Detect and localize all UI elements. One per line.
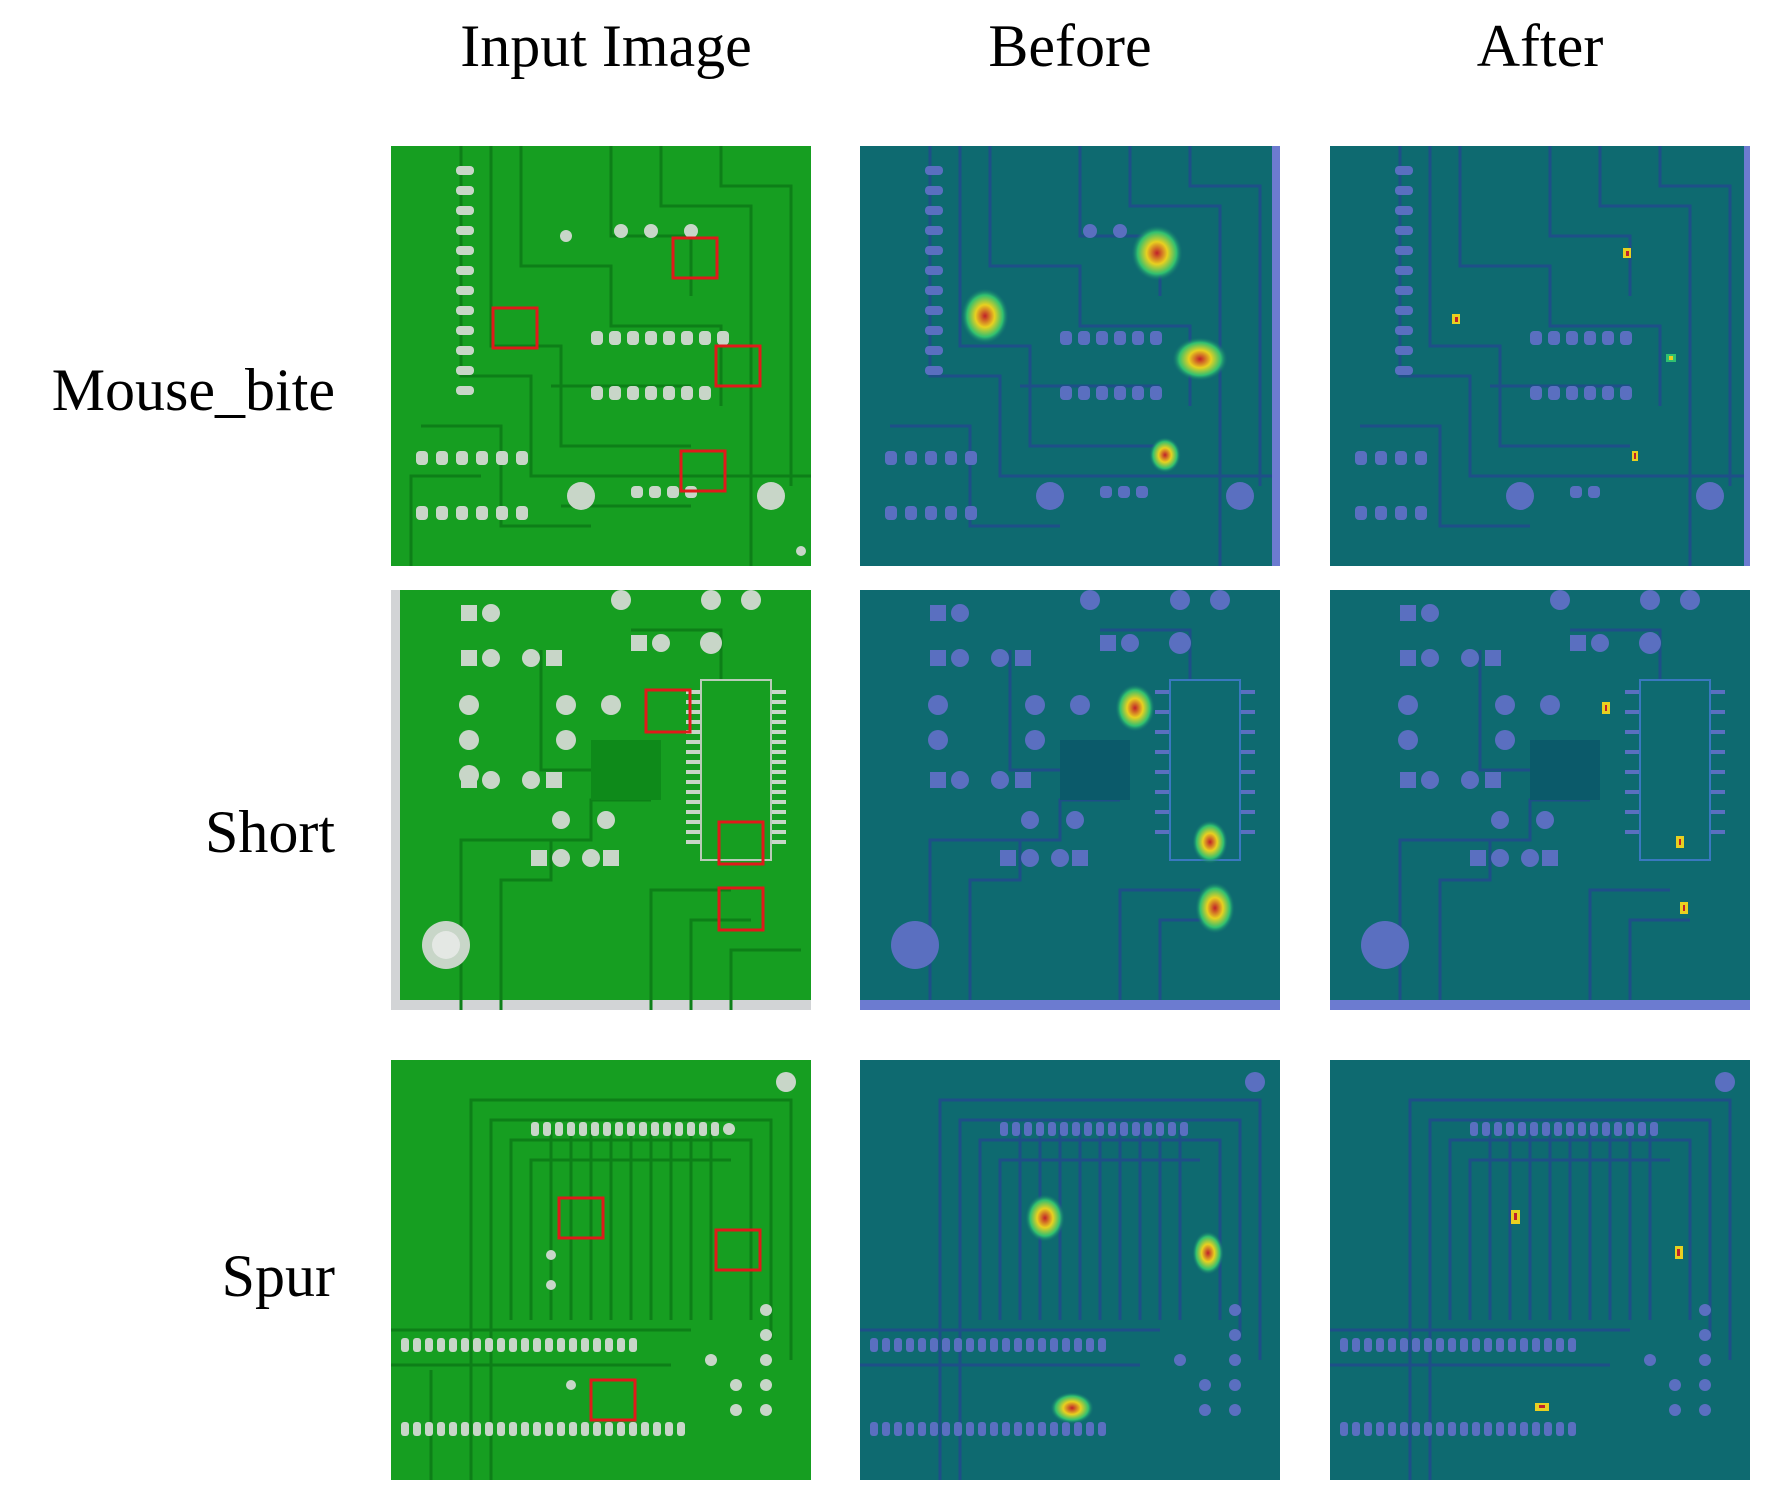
- column-header-after: After: [1476, 13, 1604, 79]
- input-image-short: [391, 590, 811, 1010]
- row-label-spur: Spur: [221, 1243, 335, 1309]
- input-image-mouse-bite: [391, 146, 811, 566]
- heatmap-before-mouse-bite: [860, 146, 1280, 566]
- heatmap-after-mouse-bite: [1330, 146, 1750, 566]
- column-header-before: Before: [988, 13, 1152, 79]
- column-header-input-image: Input Image: [460, 13, 752, 79]
- heatmap-after-spur: [1330, 1060, 1750, 1480]
- heatmap-before-short: [860, 590, 1280, 1010]
- row-label-short: Short: [204, 799, 335, 865]
- row-label-mouse-bite: Mouse_bite: [51, 357, 335, 423]
- input-image-spur: [391, 1060, 811, 1480]
- heatmap-before-spur: [860, 1060, 1280, 1480]
- heatmap-after-short: [1330, 590, 1750, 1010]
